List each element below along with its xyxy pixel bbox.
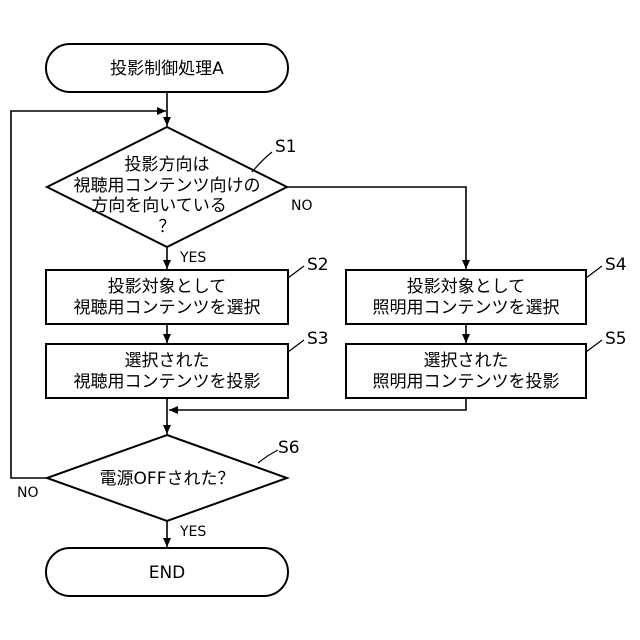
end-label: END bbox=[149, 563, 186, 583]
s4-leader bbox=[586, 266, 602, 278]
step-label-s2: S2 bbox=[307, 255, 329, 275]
s3-leader bbox=[288, 340, 304, 352]
decision-s1-line1: 投影方向は bbox=[125, 155, 210, 175]
process-s3-line2: 視聴用コンテンツを投影 bbox=[74, 372, 261, 392]
process-s2-line1: 投影対象として bbox=[108, 277, 227, 297]
s2-leader bbox=[288, 266, 304, 278]
decision-s6-no-label: NO bbox=[17, 485, 39, 501]
start-label: 投影制御処理A bbox=[110, 59, 224, 79]
decision-s1-line4: ？ bbox=[159, 217, 176, 237]
s6-leader bbox=[258, 450, 278, 463]
decision-s1-no-label: NO bbox=[291, 198, 313, 214]
arrow-s5-to-merge bbox=[169, 398, 466, 410]
decision-s1-line2: 視聴用コンテンツ向けの bbox=[74, 176, 261, 196]
decision-s6-yes-label: YES bbox=[179, 524, 206, 540]
step-label-s4: S4 bbox=[605, 255, 627, 275]
decision-s1-line3: 方向を向いている bbox=[91, 196, 227, 216]
process-s2-line2: 視聴用コンテンツを選択 bbox=[74, 298, 261, 318]
step-label-s5: S5 bbox=[605, 329, 627, 349]
decision-s1-yes-label: YES bbox=[179, 250, 206, 266]
step-label-s1: S1 bbox=[275, 137, 297, 157]
step-label-s6: S6 bbox=[278, 438, 300, 458]
process-s5-line1: 選択された bbox=[424, 351, 509, 371]
decision-s6-label: 電源OFFされた？ bbox=[100, 469, 235, 489]
s5-leader bbox=[586, 340, 602, 352]
process-s4-line2: 照明用コンテンツを選択 bbox=[373, 298, 560, 318]
s1-leader bbox=[252, 152, 272, 172]
process-s3-line1: 選択された bbox=[125, 351, 210, 371]
process-s5-line2: 照明用コンテンツを投影 bbox=[373, 372, 560, 392]
process-s4-line1: 投影対象として bbox=[407, 277, 526, 297]
step-label-s3: S3 bbox=[307, 329, 329, 349]
